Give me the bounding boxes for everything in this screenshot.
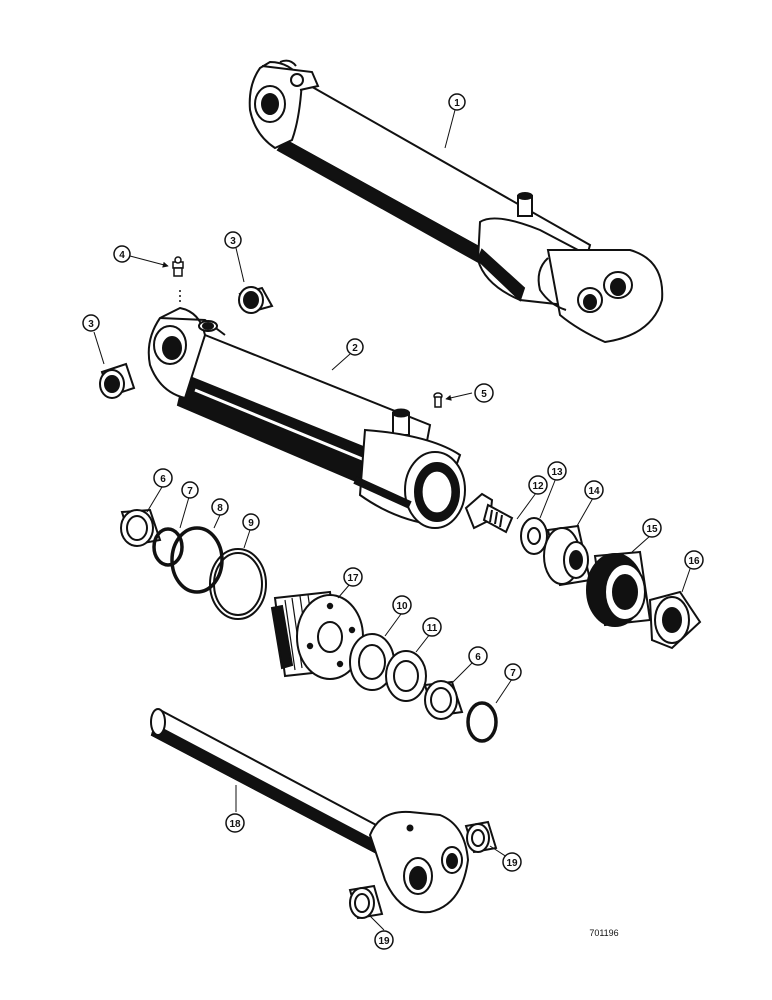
- callout-12: 12: [528, 475, 548, 495]
- o-ring-small-right: [466, 701, 498, 743]
- callout-3a-label: 3: [230, 236, 236, 247]
- callout-1-label: 1: [454, 98, 460, 109]
- rod-bushing-upper: [464, 820, 498, 854]
- callout-7a: 7: [181, 481, 199, 499]
- grease-fitting: [172, 256, 184, 305]
- callout-14-label: 14: [588, 486, 600, 497]
- callout-15-label: 15: [646, 524, 658, 535]
- figure-reference: 701196: [589, 928, 618, 938]
- callout-17: 17: [343, 567, 363, 587]
- piston-washer: [520, 517, 548, 555]
- washer-10: [349, 633, 395, 691]
- callout-19a-label: 19: [506, 858, 518, 869]
- callout-3b: 3: [82, 314, 100, 332]
- callout-10: 10: [392, 595, 412, 615]
- leader-lines: [93, 109, 692, 931]
- piston-bolt: [464, 492, 514, 534]
- callout-15: 15: [642, 518, 662, 538]
- callout-6b: 6: [468, 646, 488, 666]
- cylinder-head: [270, 590, 364, 680]
- callout-4: 4: [113, 245, 131, 263]
- callout-18: 18: [225, 813, 245, 833]
- callout-17-label: 17: [347, 573, 359, 584]
- callout-2: 2: [346, 338, 364, 356]
- callout-2-label: 2: [352, 343, 358, 354]
- callout-5: 5: [474, 383, 494, 403]
- callout-5-label: 5: [481, 389, 487, 400]
- wiper-seal-right: [423, 680, 464, 720]
- callout-8-label: 8: [217, 503, 223, 514]
- callout-19a: 19: [502, 852, 522, 872]
- washer-11: [385, 650, 427, 702]
- bushing-lower: [99, 362, 136, 399]
- callout-13: 13: [547, 461, 567, 481]
- cylinder-barrel: [147, 306, 466, 529]
- callout-11: 11: [422, 617, 442, 637]
- piston-rod: [150, 708, 470, 914]
- o-ring-small-left: [152, 527, 184, 567]
- callout-9-label: 9: [248, 518, 254, 529]
- callout-7a-label: 7: [187, 486, 193, 497]
- wiper-seal-left: [120, 508, 162, 547]
- piston-spacer: [543, 524, 592, 587]
- callout-7b-label: 7: [510, 668, 516, 679]
- callout-9: 9: [242, 513, 260, 531]
- callout-12-label: 12: [532, 481, 544, 492]
- callout-11-label: 11: [427, 623, 438, 634]
- piston: [586, 550, 652, 627]
- callout-13-label: 13: [551, 467, 563, 478]
- piston-nut: [648, 590, 702, 650]
- callout-3a: 3: [224, 231, 242, 249]
- bushing-upper: [238, 286, 274, 314]
- backup-ring: [209, 548, 267, 620]
- callout-3b-label: 3: [88, 319, 94, 330]
- callout-8: 8: [211, 498, 229, 516]
- callout-6a: 6: [153, 468, 173, 488]
- rod-bushing-lower: [348, 884, 384, 920]
- callout-14: 14: [584, 480, 604, 500]
- callout-19b-label: 19: [378, 936, 390, 947]
- callout-16: 16: [684, 550, 704, 570]
- callout-6a-label: 6: [160, 474, 166, 485]
- callout-19b: 19: [374, 930, 394, 950]
- callout-6b-label: 6: [475, 652, 481, 663]
- callout-10-label: 10: [396, 601, 408, 612]
- callout-18-label: 18: [229, 819, 241, 830]
- callout-7b: 7: [504, 663, 522, 681]
- callout-16-label: 16: [688, 556, 700, 567]
- callout-4-label: 4: [119, 250, 125, 261]
- callout-1: 1: [448, 93, 466, 111]
- set-screw: [433, 392, 443, 408]
- assembled-cylinder: [248, 59, 664, 344]
